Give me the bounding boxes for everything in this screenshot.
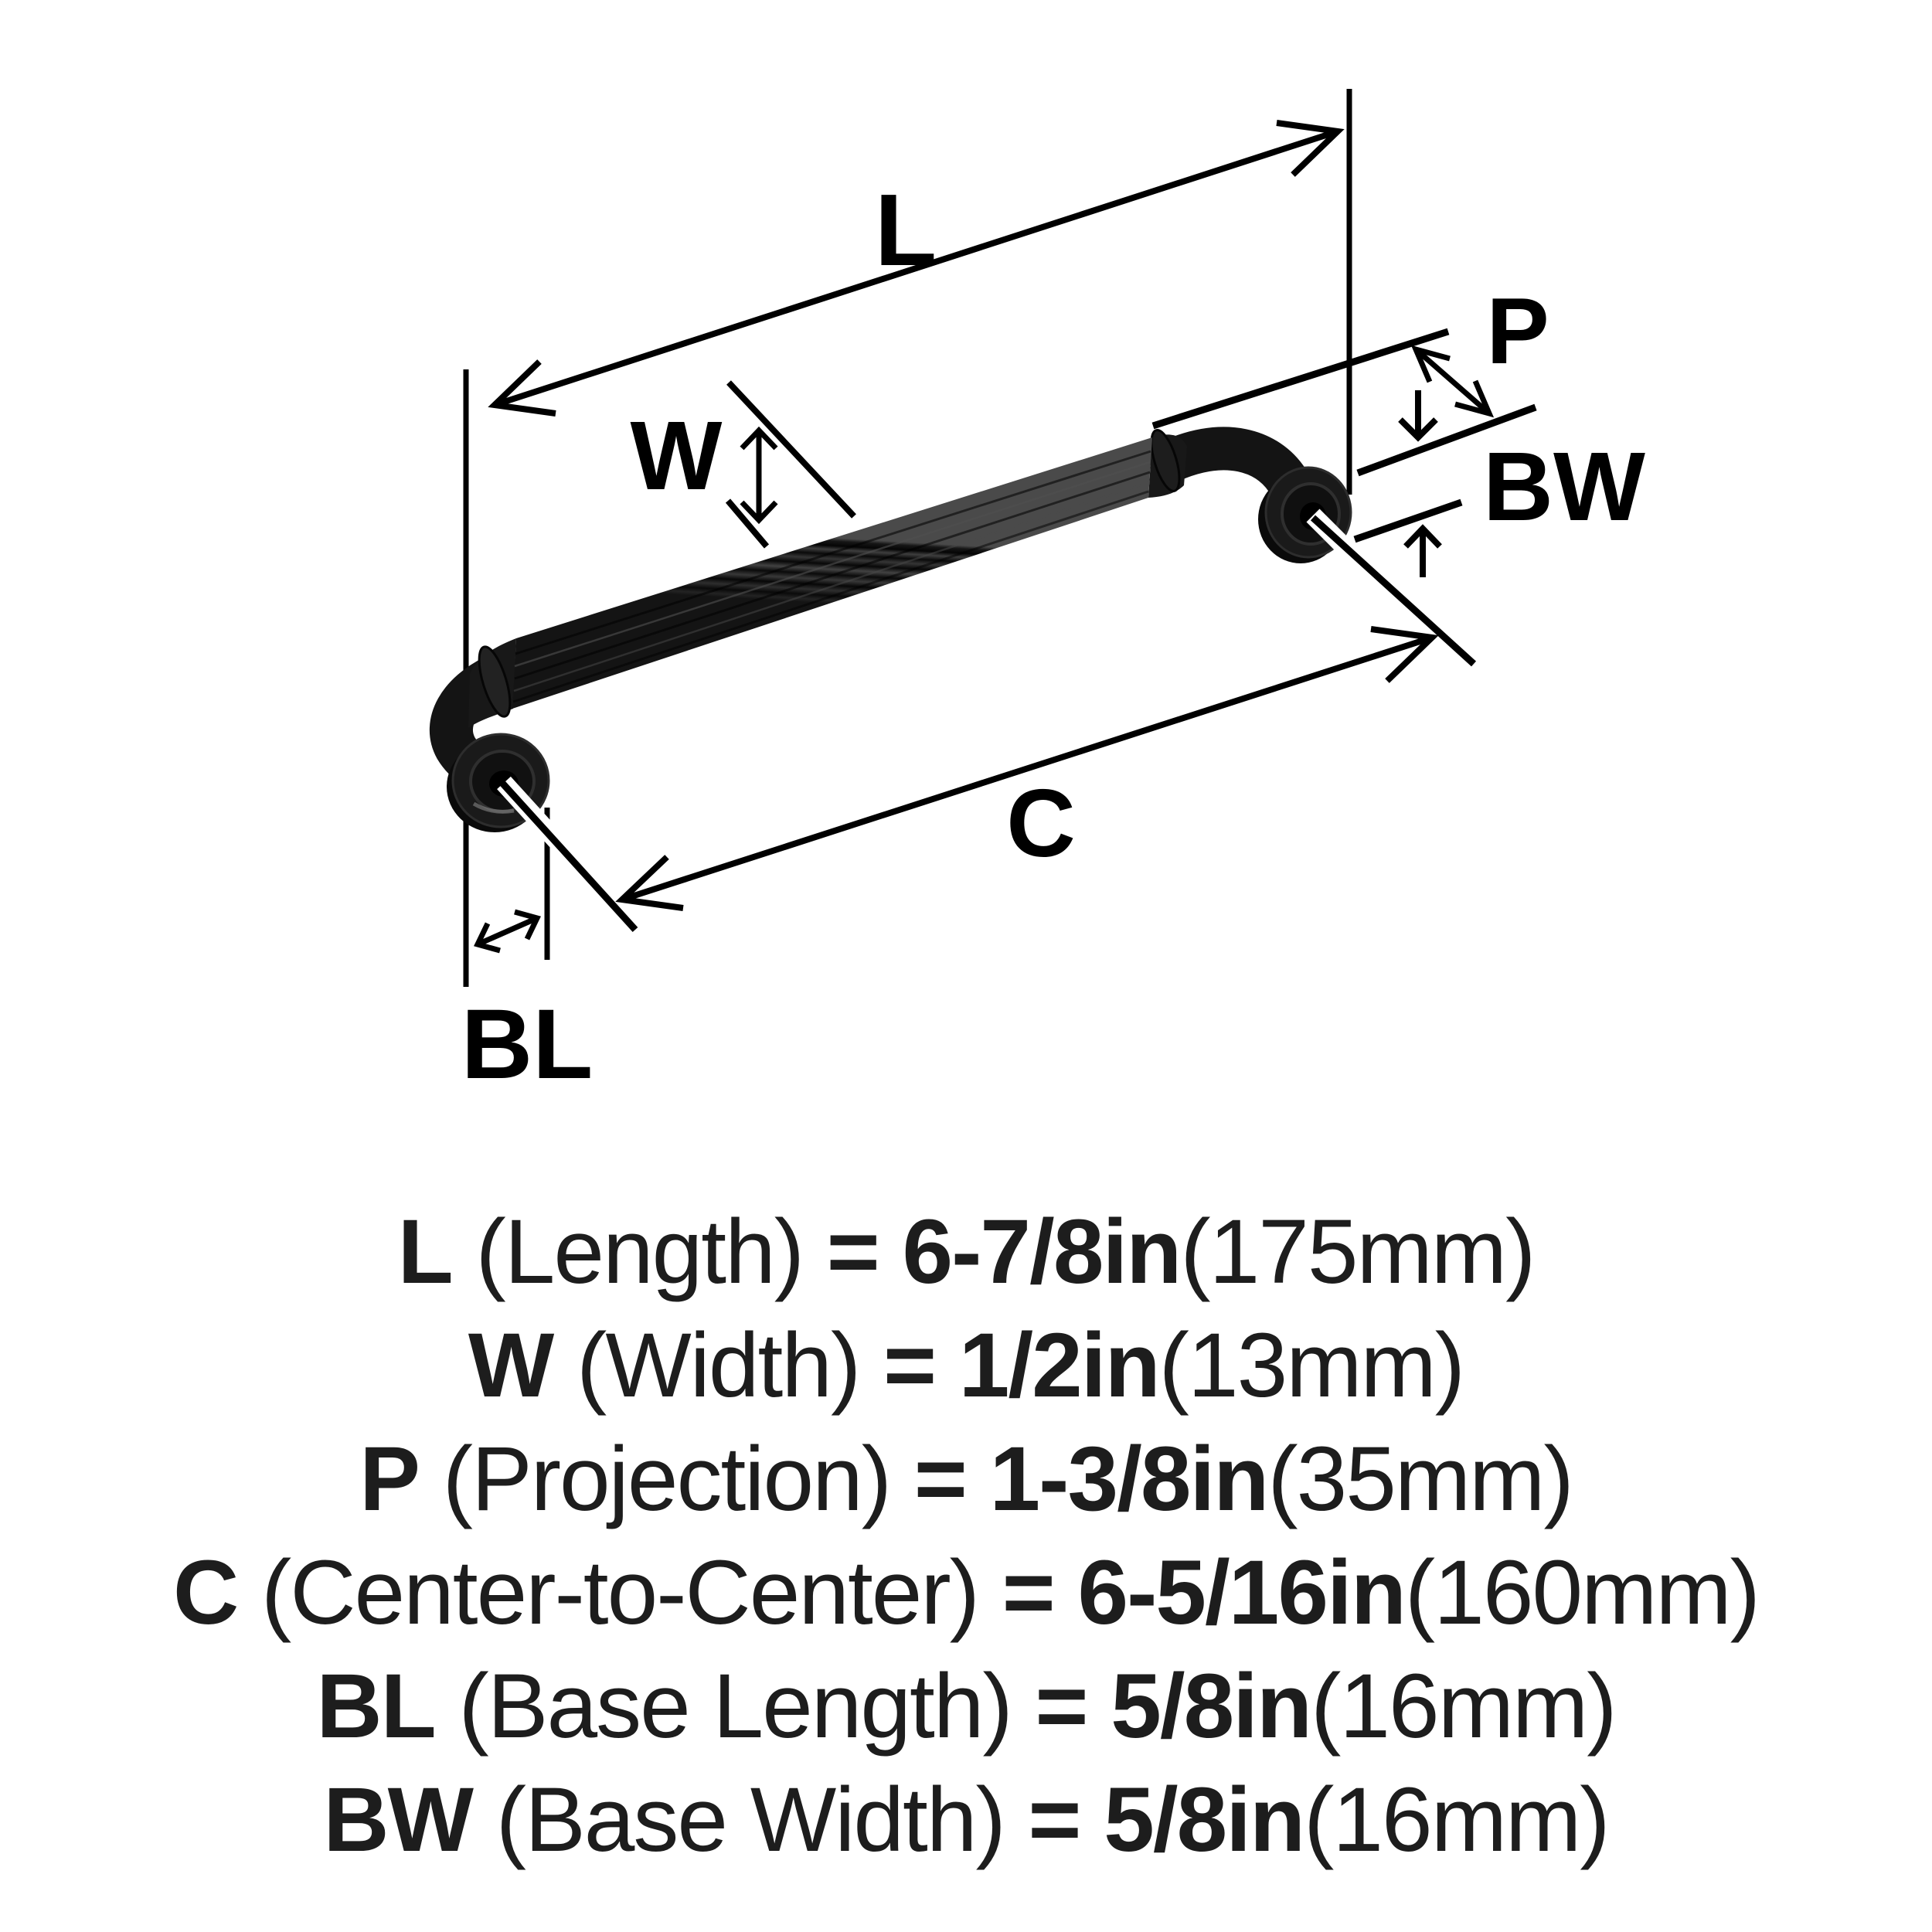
tick-casings (497, 509, 1395, 866)
spec-label: (Base Length) (434, 1655, 1036, 1757)
handle-right-ring (1150, 429, 1181, 492)
width-arrowhead-bottom (740, 500, 778, 525)
width-lower-tick (725, 498, 770, 549)
dimension-arrows (474, 120, 1495, 954)
spec-metric: (175mm) (1180, 1200, 1536, 1303)
spec-label: (Length) (451, 1200, 827, 1303)
base-width-label: BW (1483, 432, 1645, 541)
center-right-tick (1310, 515, 1477, 667)
projection-label: P (1486, 278, 1549, 383)
spec-value: = 1-3/8in (913, 1427, 1270, 1530)
base-length-arrowhead-right (514, 909, 541, 940)
length-arrow (488, 120, 1345, 417)
left-washer-marking (472, 801, 515, 814)
callout-labels: L W P BW C BL (461, 173, 1645, 1100)
projection-arrow (1410, 345, 1495, 418)
flute-lines (512, 450, 1151, 703)
spec-line-length: L (Length) = 6-7/8in(175mm) (0, 1195, 1932, 1308)
spec-line-base-width: BW (Base Width) = 5/8in(16mm) (0, 1763, 1932, 1876)
spec-label: (Base Width) (472, 1768, 1029, 1871)
spec-code: W (468, 1314, 554, 1417)
base-width-down-arrow (1398, 390, 1438, 442)
spec-value: = 6-7/8in (826, 1200, 1182, 1303)
spec-metric: (35mm) (1267, 1427, 1573, 1530)
spec-metric: (16mm) (1304, 1768, 1610, 1871)
spec-line-center-to-center: C (Center-to-Center) = 6-5/16in(160mm) (0, 1536, 1932, 1649)
length-arrowhead-right (1276, 120, 1345, 177)
spec-code: P (359, 1427, 420, 1530)
spec-metric: (160mm) (1404, 1541, 1760, 1644)
center-arrowhead-right (1370, 626, 1439, 683)
spec-code: L (397, 1200, 454, 1303)
spec-line-width: W (Width) = 1/2in(13mm) (0, 1308, 1932, 1422)
spec-metric: (16mm) (1311, 1655, 1617, 1757)
spec-code: BW (323, 1768, 474, 1871)
cabinet-pull-handle (429, 427, 1352, 832)
width-label: W (631, 401, 723, 510)
base-width-lower-line (1353, 498, 1463, 543)
handle-left-ring (478, 645, 512, 718)
width-arrowhead-top (740, 426, 778, 451)
center-label: C (1006, 770, 1076, 877)
center-arrowhead-left (615, 855, 684, 911)
spec-code: BL (316, 1655, 436, 1757)
spec-value: = 5/8in (1035, 1655, 1313, 1757)
base-width-down-arrowhead (1398, 417, 1438, 442)
spec-line-base-length: BL (Base Length) = 5/8in(16mm) (0, 1649, 1932, 1763)
center-left-tick (497, 777, 638, 933)
base-width-up-arrow (1403, 524, 1442, 577)
spec-value: = 5/8in (1028, 1768, 1306, 1871)
projection-lower-line (1356, 403, 1537, 477)
spec-line-projection: P (Projection) = 1-3/8in(35mm) (0, 1422, 1932, 1536)
length-label: L (875, 173, 937, 287)
base-length-label: BL (461, 989, 594, 1100)
base-width-up-arrowhead (1403, 524, 1442, 549)
projection-arrowhead-bottom (1454, 379, 1495, 418)
length-arrowhead-left (488, 359, 556, 417)
spec-label: (Center-to-Center) (237, 1541, 1002, 1644)
center-arrow (615, 626, 1439, 911)
spec-label: (Projection) (418, 1427, 914, 1530)
handle-fluted-bar (512, 437, 1152, 709)
projection-upper-line (1151, 328, 1450, 430)
spec-metric: (13mm) (1158, 1314, 1465, 1417)
base-length-arrowhead-left (474, 922, 501, 954)
tick-lines (497, 328, 1537, 933)
base-length-arrow (474, 909, 541, 954)
projection-arrowhead-top (1410, 345, 1451, 383)
spec-value: = 6-5/16in (1002, 1541, 1406, 1644)
width-arrow (740, 426, 778, 525)
spec-value: = 1/2in (883, 1314, 1161, 1417)
width-upper-tick (726, 380, 856, 519)
spec-code: C (173, 1541, 239, 1644)
spec-label: (Width) (553, 1314, 884, 1417)
dimension-spec-list: L (Length) = 6-7/8in(175mm) W (Width) = … (0, 1195, 1932, 1876)
